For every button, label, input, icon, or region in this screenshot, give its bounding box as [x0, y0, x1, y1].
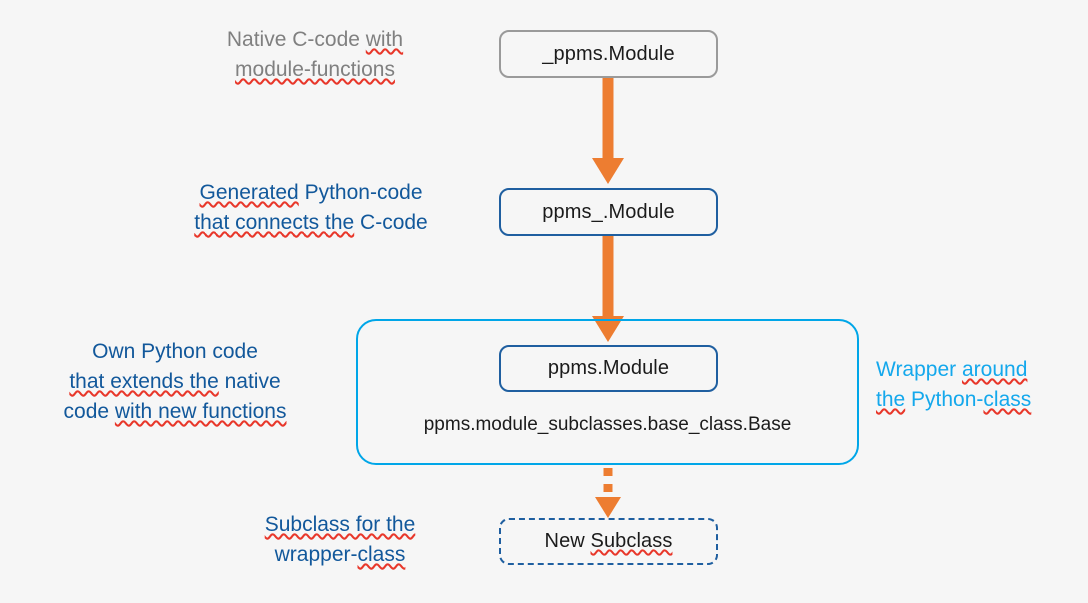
label-own-python: Own Python code that extends the native co…: [10, 337, 340, 427]
label-wrapper-line-2: the Python-class: [876, 388, 1032, 411]
label-generated-python: Generated Python-code that connects the C…: [146, 178, 476, 238]
node-generated-module[interactable]: ppms_.Module: [499, 188, 718, 236]
label-wrapper-line-1: Wrapper around: [876, 358, 1028, 381]
label-subclass: Subclass for the wrapper-class: [196, 510, 484, 570]
label-subclass-line-2: wrapper-class: [274, 543, 406, 566]
label-native-c: Native C-code with module-functions: [150, 25, 480, 85]
label-subclass-line-1: Subclass for the: [264, 513, 416, 536]
base-class-path-text: ppms.module_subclasses.base_class.Base: [423, 414, 792, 435]
node-new-subclass[interactable]: New Subclass: [499, 518, 718, 565]
label-native-c-line-2: module-functions: [235, 58, 395, 81]
wrapper-group[interactable]: [356, 319, 859, 465]
label-wrapper: Wrapper around the Python-class: [876, 355, 1088, 415]
label-own-python-line-3: code with new functions: [63, 400, 287, 423]
node-own-python-module-label: ppms.Module: [547, 357, 670, 379]
node-own-python-module[interactable]: ppms.Module: [499, 345, 718, 392]
node-native-c-module[interactable]: _ppms.Module: [499, 30, 718, 78]
label-native-c-line-1: Native C-code with: [226, 28, 404, 51]
arrow-wrapper-to-subclass: [595, 468, 621, 518]
label-generated-python-line-2: that connects the C-code: [194, 211, 428, 234]
label-own-python-line-2: that extends the native: [69, 370, 281, 393]
node-new-subclass-label: New Subclass: [544, 530, 673, 552]
label-generated-python-line-1: Generated Python-code: [199, 181, 423, 204]
node-native-c-module-label: _ppms.Module: [542, 42, 675, 65]
node-generated-module-label: ppms_.Module: [542, 200, 675, 223]
label-own-python-line-1: Own Python code: [92, 340, 258, 363]
base-class-path: ppms.module_subclasses.base_class.Base: [356, 414, 859, 436]
arrow-native-to-generated: [592, 78, 624, 184]
